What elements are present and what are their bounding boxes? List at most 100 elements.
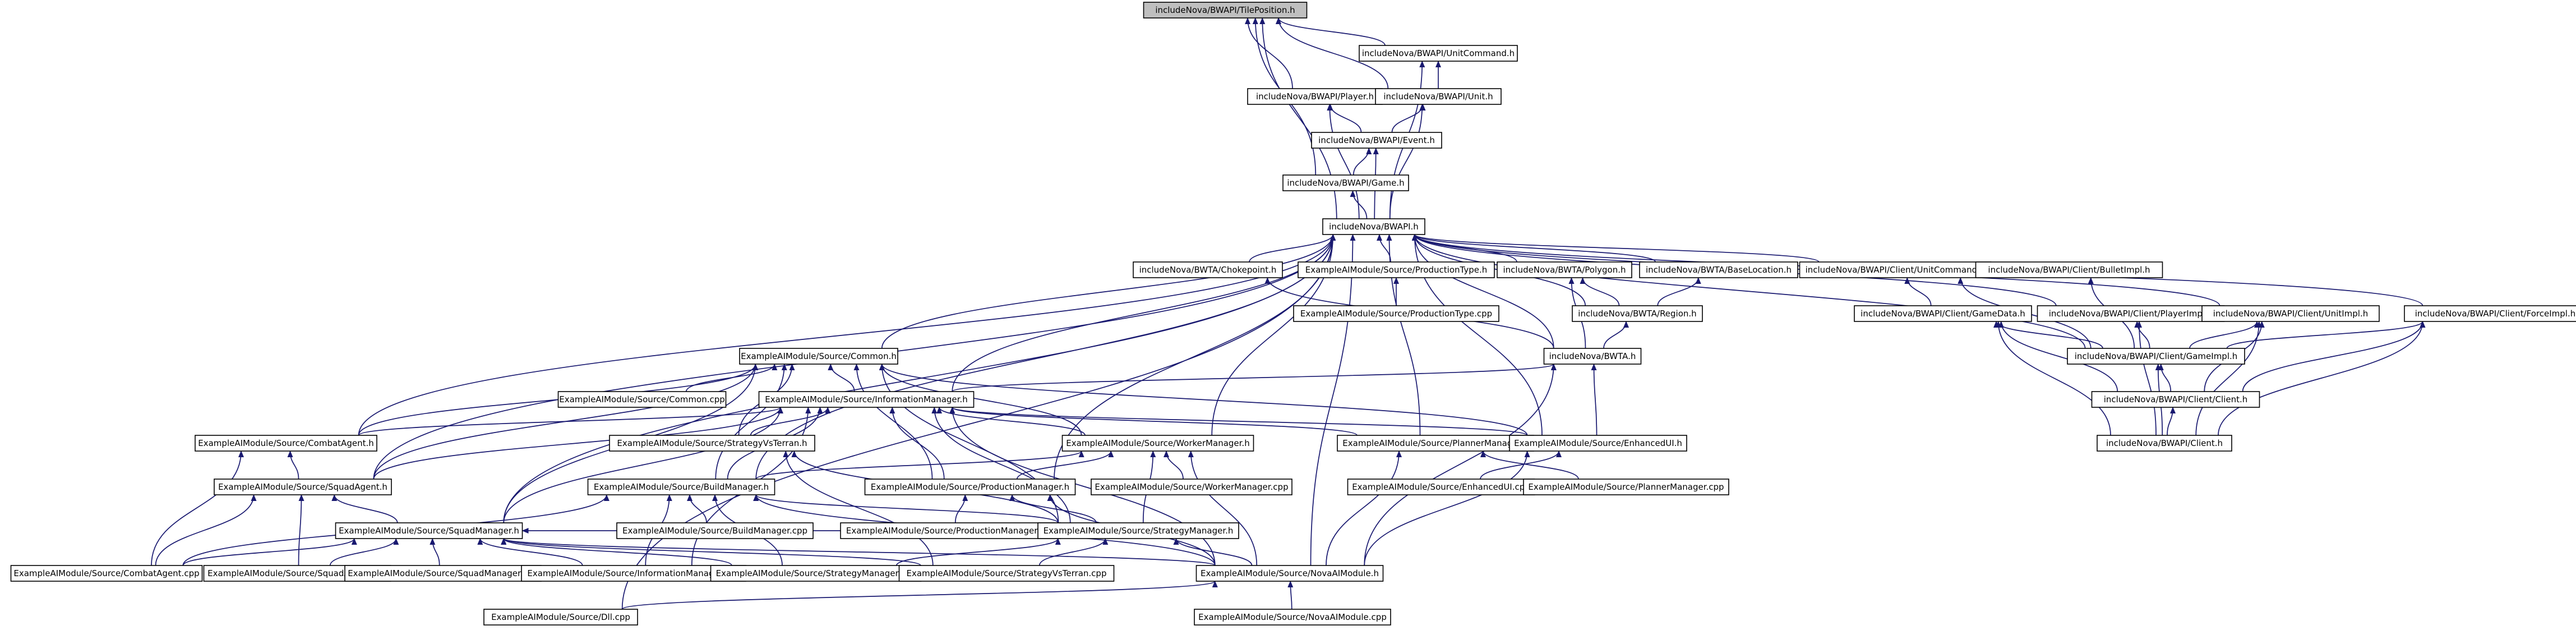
node-box xyxy=(1247,88,1383,105)
node-box xyxy=(1347,479,1535,495)
graph-node-bwapi-client[interactable]: includeNova/BWAPI/Client.h xyxy=(2097,435,2232,452)
edge-cl-client-to-cl-forceimpl xyxy=(2242,321,2426,392)
edge-novamodule-h-to-bwapi xyxy=(1310,234,1356,566)
graph-node-bwapi[interactable]: includeNova/BWAPI.h xyxy=(1322,218,1425,235)
edge-unit-to-tilepos xyxy=(1276,17,1389,89)
graph-node-event[interactable]: includeNova/BWAPI/Event.h xyxy=(1311,132,1442,149)
node-label: ExampleAIModule/Source/NovaAIModule.h xyxy=(1201,568,1379,578)
graph-node-workermgr-h[interactable]: ExampleAIModule/Source/WorkerManager.h xyxy=(1061,435,1254,452)
edge-novamodule-h-to-bwta xyxy=(1364,364,1557,566)
node-label: includeNova/BWAPI/Event.h xyxy=(1318,135,1435,145)
graph-node-buildmgr-h[interactable]: ExampleAIModule/Source/BuildManager.h xyxy=(587,479,775,495)
edge-cl-gamedata-to-cl-unitcmd xyxy=(1904,277,1932,306)
edge-combat-cpp-to-squadmgr-h xyxy=(182,538,357,566)
edge-cl-gameimpl-to-cl-unitimpl xyxy=(2189,321,2260,349)
graph-node-plannermgr-h[interactable]: ExampleAIModule/Source/PlannerManager.h xyxy=(1337,435,1534,452)
graph-node-dll-cpp[interactable]: ExampleAIModule/Source/Dll.cpp xyxy=(483,609,638,626)
graph-node-game[interactable]: includeNova/BWAPI/Game.h xyxy=(1282,174,1409,191)
graph-node-prodtype-h[interactable]: ExampleAIModule/Source/ProductionType.h xyxy=(1298,261,1495,278)
edge-novamodule-h-to-squadmgr-h xyxy=(501,538,1216,566)
edge-buildmgr-cpp-to-buildmgr-h xyxy=(687,494,707,523)
node-box xyxy=(1572,305,1703,322)
edge-squadmgr-h-to-infomgr-h xyxy=(503,407,783,523)
graph-node-cl-unitcmd[interactable]: includeNova/BWAPI/Client/UnitCommand.h xyxy=(1799,261,1992,278)
graph-node-buildmgr-cpp[interactable]: ExampleAIModule/Source/BuildManager.cpp xyxy=(616,522,814,539)
graph-node-cl-playerimpl[interactable]: includeNova/BWAPI/Client/PlayerImpl.h xyxy=(2037,305,2225,322)
node-box xyxy=(616,522,814,539)
graph-node-polygon[interactable]: includeNova/BWTA/Polygon.h xyxy=(1497,261,1632,278)
graph-node-unit[interactable]: includeNova/BWAPI/Unit.h xyxy=(1375,88,1502,105)
node-label: ExampleAIModule/Source/CombatAgent.cpp xyxy=(13,568,199,578)
node-box xyxy=(1523,479,1729,495)
node-label: includeNova/BWAPI.h xyxy=(1329,222,1419,232)
graph-node-stratmgr-h[interactable]: ExampleAIModule/Source/StrategyManager.h xyxy=(1037,522,1239,539)
edge-squadmgr-cpp-to-squadmgr-h xyxy=(430,538,440,566)
graph-node-common-h[interactable]: ExampleAIModule/Source/Common.h xyxy=(739,348,898,365)
node-box xyxy=(335,522,523,539)
node-label: ExampleAIModule/Source/PlannerManager.cp… xyxy=(1528,482,1724,492)
node-label: ExampleAIModule/Source/EnhancedUI.cpp xyxy=(1352,482,1530,492)
graph-node-bwta[interactable]: includeNova/BWTA.h xyxy=(1543,348,1642,365)
node-box xyxy=(195,435,377,452)
graph-node-combat-cpp[interactable]: ExampleAIModule/Source/CombatAgent.cpp xyxy=(10,565,203,582)
graph-node-cl-forceimpl[interactable]: includeNova/BWAPI/Client/ForceImpl.h xyxy=(2404,305,2576,322)
edge-chokepoint-to-bwapi xyxy=(1249,234,1336,263)
node-box xyxy=(1639,261,1798,278)
graph-node-prodmgr-h[interactable]: ExampleAIModule/Source/ProductionManager… xyxy=(864,479,1076,495)
graph-node-region[interactable]: includeNova/BWTA/Region.h xyxy=(1572,305,1703,322)
edge-stratvt-cpp-to-stratvt-h xyxy=(783,450,934,566)
edge-enhancedui-h-to-infomgr-h xyxy=(949,407,1528,436)
graph-node-cl-bullet[interactable]: includeNova/BWAPI/Client/BulletImpl.h xyxy=(1975,261,2163,278)
node-box xyxy=(1133,261,1283,278)
graph-node-cl-client[interactable]: includeNova/BWAPI/Client/Client.h xyxy=(2091,391,2260,408)
graph-node-enhancedui-cpp[interactable]: ExampleAIModule/Source/EnhancedUI.cpp xyxy=(1347,479,1535,495)
edge-enhancedui-h-to-common-h xyxy=(879,364,1528,436)
graph-node-squadagent-h[interactable]: ExampleAIModule/Source/SquadAgent.h xyxy=(214,479,392,495)
graph-node-unitcommand[interactable]: includeNova/BWAPI/UnitCommand.h xyxy=(1359,45,1518,62)
graph-node-chokepoint[interactable]: includeNova/BWTA/Chokepoint.h xyxy=(1133,261,1283,278)
graph-node-workermgr-cpp[interactable]: ExampleAIModule/Source/WorkerManager.cpp xyxy=(1091,479,1292,495)
graph-node-squadmgr-h[interactable]: ExampleAIModule/Source/SquadManager.h xyxy=(335,522,523,539)
graph-node-infomgr-h[interactable]: ExampleAIModule/Source/InformationManage… xyxy=(758,391,975,408)
node-box xyxy=(1298,261,1495,278)
node-label: ExampleAIModule/Source/SquadAgent.h xyxy=(218,482,387,492)
graph-node-cl-unitimpl[interactable]: includeNova/BWAPI/Client/UnitImpl.h xyxy=(2201,305,2380,322)
node-box xyxy=(2201,305,2380,322)
graph-node-player[interactable]: includeNova/BWAPI/Player.h xyxy=(1247,88,1383,105)
graph-node-novamodule-h[interactable]: ExampleAIModule/Source/NovaAIModule.h xyxy=(1195,565,1384,582)
edge-buildmgr-h-to-common-h xyxy=(715,364,787,480)
graph-node-infomgr-cpp[interactable]: ExampleAIModule/Source/InformationManage… xyxy=(521,565,746,582)
edge-bwapi-client-to-cl-playerimpl xyxy=(2136,321,2157,436)
graph-node-stratvt-h[interactable]: ExampleAIModule/Source/StrategyVsTerran.… xyxy=(609,435,815,452)
graph-node-stratvt-cpp[interactable]: ExampleAIModule/Source/StrategyVsTerran.… xyxy=(898,565,1115,582)
graph-node-plannermgr-cpp[interactable]: ExampleAIModule/Source/PlannerManager.cp… xyxy=(1523,479,1729,495)
graph-node-cl-gameimpl[interactable]: includeNova/BWAPI/Client/GameImpl.h xyxy=(2067,348,2245,365)
graph-node-common-cpp[interactable]: ExampleAIModule/Source/Common.cpp xyxy=(557,391,727,408)
node-label: includeNova/BWTA/Polygon.h xyxy=(1503,265,1626,275)
node-label: includeNova/BWAPI/Client/UnitImpl.h xyxy=(2213,309,2368,319)
graph-node-baseloc[interactable]: includeNova/BWTA/BaseLocation.h xyxy=(1639,261,1798,278)
node-box xyxy=(2097,435,2232,452)
graph-node-tilepos[interactable]: includeNova/BWAPI/TilePosition.h xyxy=(1143,2,1308,19)
node-box xyxy=(344,565,542,582)
graph-node-cl-gamedata[interactable]: includeNova/BWAPI/Client/GameData.h xyxy=(1854,305,2032,322)
node-box xyxy=(10,565,203,582)
graph-node-enhancedui-h[interactable]: ExampleAIModule/Source/EnhancedUI.h xyxy=(1509,435,1687,452)
node-box xyxy=(1311,132,1442,149)
edge-prodmgr-h-to-common-h xyxy=(853,364,933,480)
graph-node-prodmgr-cpp[interactable]: ExampleAIModule/Source/ProductionManager… xyxy=(840,522,1061,539)
graph-node-squadmgr-cpp[interactable]: ExampleAIModule/Source/SquadManager.cpp xyxy=(344,565,542,582)
graph-node-prodtype-cpp[interactable]: ExampleAIModule/Source/ProductionType.cp… xyxy=(1293,305,1499,322)
edge-unitcommand-to-tilepos xyxy=(1276,17,1386,46)
graph-node-novamodule-cpp[interactable]: ExampleAIModule/Source/NovaAIModule.cpp xyxy=(1194,609,1391,626)
edge-squadagent-h-to-infomgr-h xyxy=(373,407,783,480)
node-label: ExampleAIModule/Source/StrategyManager.c… xyxy=(716,568,916,578)
node-label: ExampleAIModule/Source/PlannerManager.h xyxy=(1342,438,1528,448)
graph-node-combat-h[interactable]: ExampleAIModule/Source/CombatAgent.h xyxy=(195,435,377,452)
node-label: ExampleAIModule/Source/ProductionManager… xyxy=(871,482,1069,492)
node-label: ExampleAIModule/Source/WorkerManager.cpp xyxy=(1095,482,1288,492)
node-label: includeNova/BWAPI/Client/ForceImpl.h xyxy=(2415,309,2575,319)
graph-node-stratmgr-cpp[interactable]: ExampleAIModule/Source/StrategyManager.c… xyxy=(710,565,922,582)
node-box xyxy=(1091,479,1292,495)
